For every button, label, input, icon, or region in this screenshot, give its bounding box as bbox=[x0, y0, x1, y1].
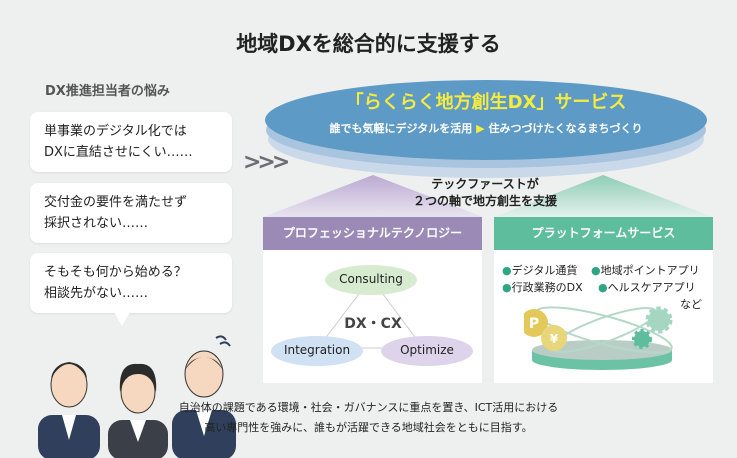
concern-text: 単事業のデジタル化では bbox=[44, 124, 187, 139]
footer-text: 自治体の課題である環境・社会・ガバナンスに重点を置き、ICT活用における高い専門… bbox=[0, 398, 737, 438]
support-caption: テックファーストが ２つの軸で地方創生を支援 bbox=[380, 176, 590, 210]
concern-text: DXに直結させにくい…… bbox=[44, 145, 193, 160]
person-right bbox=[172, 335, 236, 458]
play-arrow-icon: ▶ bbox=[476, 122, 485, 135]
node-consulting: Consulting bbox=[325, 265, 417, 295]
tagline-left: 誰でも気軽にデジタルを活用 bbox=[329, 122, 473, 135]
service-tagline: 誰でも気軽にデジタルを活用 ▶ 住みつづけたくなるまちづくり bbox=[265, 120, 707, 136]
support-triangles bbox=[263, 175, 713, 217]
platform-item: ●行政業務のDX bbox=[502, 281, 583, 294]
point-coin-icon bbox=[524, 309, 548, 337]
footer-line: 自治体の課題である環境・社会・ガバナンスに重点を置き、ICT活用における bbox=[178, 401, 559, 414]
platform-item: ●ヘルスケアアプリ bbox=[598, 281, 696, 294]
person-middle bbox=[108, 363, 168, 458]
node-integration: Integration bbox=[271, 336, 363, 366]
tech-panel: Consulting Integration Optimize DX・CX bbox=[263, 250, 482, 383]
purple-triangle bbox=[263, 175, 483, 217]
triangle-lines bbox=[316, 277, 424, 349]
caption-line: ２つの軸で地方創生を支援 bbox=[412, 194, 557, 208]
item-text: 地域ポイントアプリ bbox=[600, 264, 700, 277]
page-title: 地域DXを総合的に支援する bbox=[236, 32, 501, 56]
node-optimize: Optimize bbox=[381, 336, 473, 366]
chevron-right-icon: >>> bbox=[243, 150, 290, 175]
dx-cx-label: DX・CX bbox=[344, 316, 402, 332]
gear-icon bbox=[645, 306, 673, 334]
concern-text: 相談先がない…… bbox=[44, 286, 149, 301]
person-left bbox=[38, 362, 100, 458]
concern-text: 採択されない…… bbox=[44, 216, 149, 231]
caption-line: テックファーストが bbox=[431, 177, 539, 191]
tech-pillar-header: プロフェッショナルテクノロジー bbox=[263, 217, 482, 250]
platform-item: ●地域ポイントアプリ bbox=[591, 264, 700, 277]
green-triangle bbox=[494, 175, 713, 217]
service-ellipse bbox=[265, 80, 707, 160]
concern-bubble: 交付金の要件を満たせず採択されない…… bbox=[30, 183, 232, 243]
svg-text:P: P bbox=[529, 316, 539, 332]
footer-line: 高い専門性を強みに、誰もが活躍できる地域社会をともに目指す。 bbox=[204, 421, 533, 434]
concern-text: そもそも何から始める？ bbox=[44, 265, 187, 280]
item-text: ヘルスケアアプリ bbox=[607, 281, 696, 294]
platform-panel: ●デジタル通貨 ●地域ポイントアプリ ●行政業務のDX ●ヘルスケアアプリ など… bbox=[494, 250, 713, 383]
svg-text:¥: ¥ bbox=[550, 332, 559, 346]
yen-coin-icon bbox=[541, 325, 567, 351]
platform-item: ●デジタル通貨 bbox=[502, 264, 578, 277]
gear-icon bbox=[632, 329, 652, 349]
worried-officials-illustration bbox=[38, 335, 236, 458]
concern-text: 交付金の要件を満たせず bbox=[44, 195, 188, 210]
platform-pillar-header: プラットフォームサービス bbox=[494, 217, 713, 250]
and-more: など bbox=[680, 298, 702, 311]
tagline-right: 住みつづけたくなるまちづくり bbox=[488, 122, 643, 135]
platform-illustration: P ¥ bbox=[524, 306, 673, 370]
service-name: 「らくらく地方創生DX」サービス bbox=[345, 92, 627, 113]
item-text: デジタル通貨 bbox=[511, 264, 578, 277]
concern-bubble: 単事業のデジタル化では DXに直結させにくい…… bbox=[30, 112, 232, 172]
bubble-tail bbox=[114, 312, 130, 326]
concerns-heading: DX推進担当者の悩み bbox=[45, 84, 170, 99]
item-text: 行政業務のDX bbox=[511, 281, 583, 294]
concern-bubble: そもそも何から始める？ 相談先がない…… bbox=[30, 253, 232, 313]
